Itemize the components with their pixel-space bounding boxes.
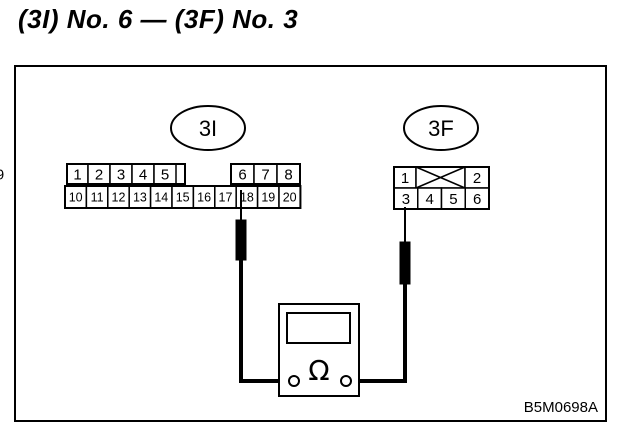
pin-3i-1: 1: [66, 163, 89, 185]
pin-3i-5-label: 5: [161, 167, 169, 184]
pin-3f-1-label: 1: [401, 170, 409, 187]
right-test-lead: [350, 284, 407, 383]
pin-3i-17-label: 17: [219, 191, 233, 205]
left-probe: [235, 190, 292, 383]
pin-3i-3-label: 3: [117, 167, 125, 184]
connector-3f-housing: [393, 166, 490, 210]
connector-3i-top-right-housing: [230, 163, 301, 185]
pin-3f-4-label: 4: [425, 191, 433, 208]
pin-3i-20: 20: [278, 185, 302, 209]
pin-3f-6: 6: [464, 187, 490, 210]
connector-3i-bottom-housing: [64, 185, 302, 209]
connector-3f-label: 3F: [428, 116, 454, 141]
pin-3i-13: 13: [128, 185, 152, 209]
pin-3f-3-label: 3: [402, 191, 410, 208]
pin-3f-2-label: 2: [473, 170, 481, 187]
pin-3f-5: 5: [440, 187, 466, 210]
connector-3i: 1234567891011121314151617181920: [0, 163, 302, 209]
connector-3i-label: 3I: [199, 116, 217, 141]
pin-3i-2-label: 2: [95, 167, 103, 184]
pin-3f-3: 3: [393, 187, 419, 210]
pin-3i-1-label: 1: [73, 167, 81, 184]
ohm-symbol: Ω: [308, 354, 329, 387]
pin-3i-17: 17: [214, 185, 237, 209]
left-test-lead: [239, 260, 292, 383]
connector-3f-label-badge: 3F: [403, 105, 479, 151]
pin-3i-15: 15: [171, 185, 195, 209]
pin-3i-4: 4: [131, 163, 155, 185]
pin-3i-7: 7: [253, 163, 278, 185]
pin-3i-12-label: 12: [112, 191, 126, 205]
meter-terminal-right: [340, 375, 352, 387]
pin-3i-7-label: 7: [261, 167, 269, 184]
pin-3i-4-label: 4: [139, 167, 147, 184]
diagram-frame: [14, 65, 607, 422]
pin-3f-blank: [415, 166, 466, 189]
pin-3f-1: 1: [393, 166, 417, 189]
pin-3f-6-label: 6: [473, 191, 481, 208]
pin-3i-8: 8: [276, 163, 301, 185]
meter-display: [286, 312, 351, 344]
pin-3i-10: 10: [64, 185, 88, 209]
figure-code: B5M0698A: [524, 399, 598, 416]
pin-3i-19-label: 19: [261, 191, 275, 205]
pin-3i-10-label: 10: [69, 191, 83, 205]
pin-3i-6: 6: [230, 163, 255, 185]
meter-terminal-left: [288, 375, 300, 387]
pin-3i-19: 19: [256, 185, 280, 209]
pin-3i-9-label: 9: [0, 167, 4, 184]
pin-3i-16-label: 16: [197, 191, 211, 205]
pin-3i-16: 16: [192, 185, 216, 209]
ohmmeter: Ω: [278, 303, 360, 397]
pin-3f-2: 2: [464, 166, 490, 189]
pin-3i-3: 3: [109, 163, 133, 185]
pin-3i-6-label: 6: [238, 167, 246, 184]
pin-3i-9: 9: [0, 167, 4, 184]
connector-3i-top-left-housing: [66, 163, 186, 185]
pin-3i-18-label: 18: [240, 191, 254, 205]
pin-3i-14: 14: [149, 185, 173, 209]
connector-3i-label-badge: 3I: [170, 105, 246, 151]
pin-3i-14-label: 14: [154, 191, 168, 205]
pin-3i-15-label: 15: [176, 191, 190, 205]
pin-3i-5: 5: [153, 163, 177, 185]
pin-3i-20-label: 20: [283, 191, 297, 205]
pin-3i-2: 2: [87, 163, 111, 185]
pin-3i-8-label: 8: [284, 167, 292, 184]
pin-3f-4: 4: [417, 187, 443, 210]
right-probe: [350, 207, 411, 383]
diagram-title: (3I) No. 6 — (3F) No. 3: [18, 4, 299, 34]
pin-3f-5-label: 5: [449, 191, 457, 208]
pin-3i-13-label: 13: [133, 191, 147, 205]
pin-3i-18: 18: [235, 185, 259, 209]
pin-3i-12: 12: [107, 185, 130, 209]
pin-3i-11-label: 11: [91, 191, 104, 205]
pin-3i-11: 11: [85, 185, 109, 209]
